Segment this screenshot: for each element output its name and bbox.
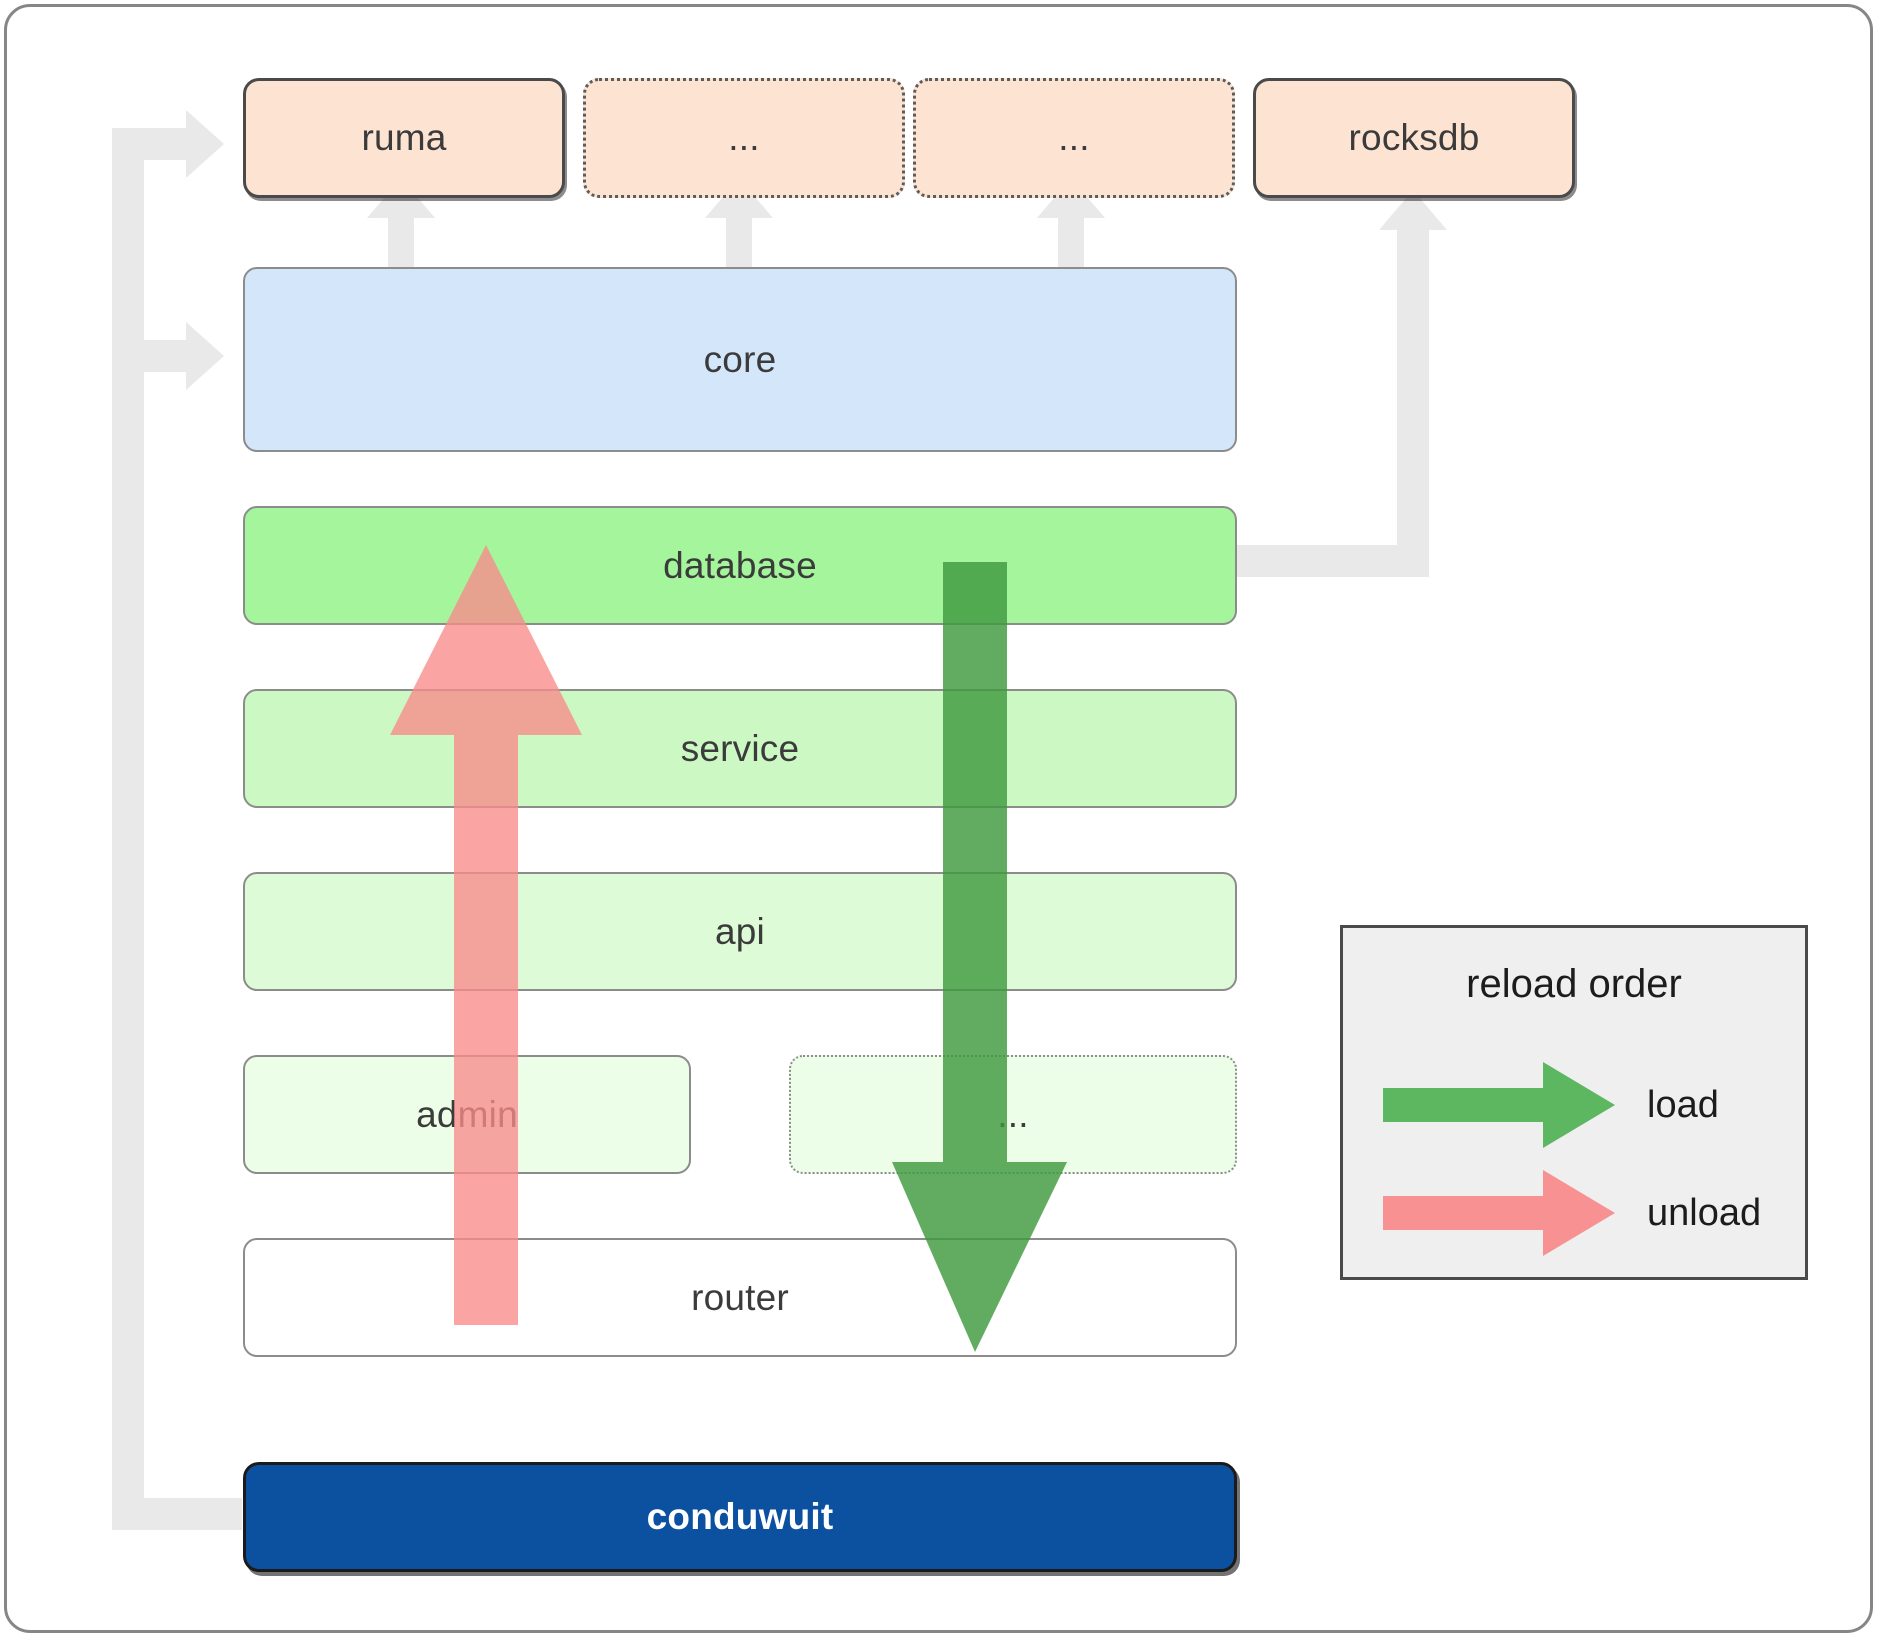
- connector-to-core-arrow: [186, 322, 224, 390]
- node-api-label: api: [715, 910, 765, 952]
- node-database[interactable]: database: [243, 506, 1237, 625]
- node-rocksdb[interactable]: rocksdb: [1253, 78, 1575, 198]
- unload-arrow-svg: [390, 545, 582, 1325]
- node-dep-2-label: ...: [1058, 117, 1090, 158]
- legend-row-unload: unload: [1383, 1170, 1761, 1256]
- connector-to-ruma-arrow: [186, 110, 224, 178]
- load-arrow-svg: [892, 562, 1067, 1352]
- connector-spine-left: [112, 128, 144, 1530]
- connector-to-core-line: [112, 340, 194, 372]
- node-dep-2[interactable]: ...: [913, 78, 1235, 198]
- node-api[interactable]: api: [243, 872, 1237, 991]
- node-ruma-label: ruma: [361, 117, 447, 158]
- unload-arrow-shape: [390, 545, 582, 1325]
- legend-load-label: load: [1647, 1083, 1719, 1126]
- legend-row-load: load: [1383, 1062, 1719, 1148]
- flow-arrow-load: [890, 562, 1070, 1352]
- node-dep-1[interactable]: ...: [583, 78, 905, 198]
- node-dep-1-label: ...: [728, 117, 760, 158]
- legend-title: reload order: [1466, 962, 1682, 1006]
- connector-core-dep2-line: [1058, 212, 1084, 267]
- legend-unload-arrow-shape: [1383, 1170, 1615, 1256]
- node-core[interactable]: core: [243, 267, 1237, 452]
- node-ruma[interactable]: ruma: [243, 78, 565, 198]
- connector-db-rocksdb-horiz: [1215, 545, 1410, 577]
- legend-unload-arrow-icon: [1383, 1170, 1615, 1256]
- connector-conduwuit-stub: [112, 1498, 242, 1530]
- legend-unload-label: unload: [1647, 1191, 1762, 1234]
- connector-core-ruma-line: [388, 212, 414, 267]
- node-core-label: core: [703, 338, 777, 380]
- legend-panel: reload order load unload: [1340, 925, 1808, 1280]
- legend-load-arrow-shape: [1383, 1062, 1615, 1148]
- node-service-label: service: [680, 727, 800, 769]
- connector-core-dep1-line: [726, 212, 752, 267]
- node-conduwuit-label: conduwuit: [646, 1496, 834, 1537]
- flow-arrow-unload: [386, 545, 586, 1325]
- node-rocksdb-label: rocksdb: [1348, 117, 1480, 158]
- legend-load-arrow-icon: [1383, 1062, 1615, 1148]
- node-router-label: router: [691, 1276, 789, 1318]
- node-conduwuit[interactable]: conduwuit: [243, 1462, 1237, 1572]
- node-database-label: database: [663, 544, 817, 586]
- connector-db-rocksdb-vert: [1397, 225, 1429, 577]
- connector-to-ruma-line: [112, 128, 194, 160]
- node-router[interactable]: router: [243, 1238, 1237, 1357]
- load-arrow-shape: [892, 562, 1067, 1352]
